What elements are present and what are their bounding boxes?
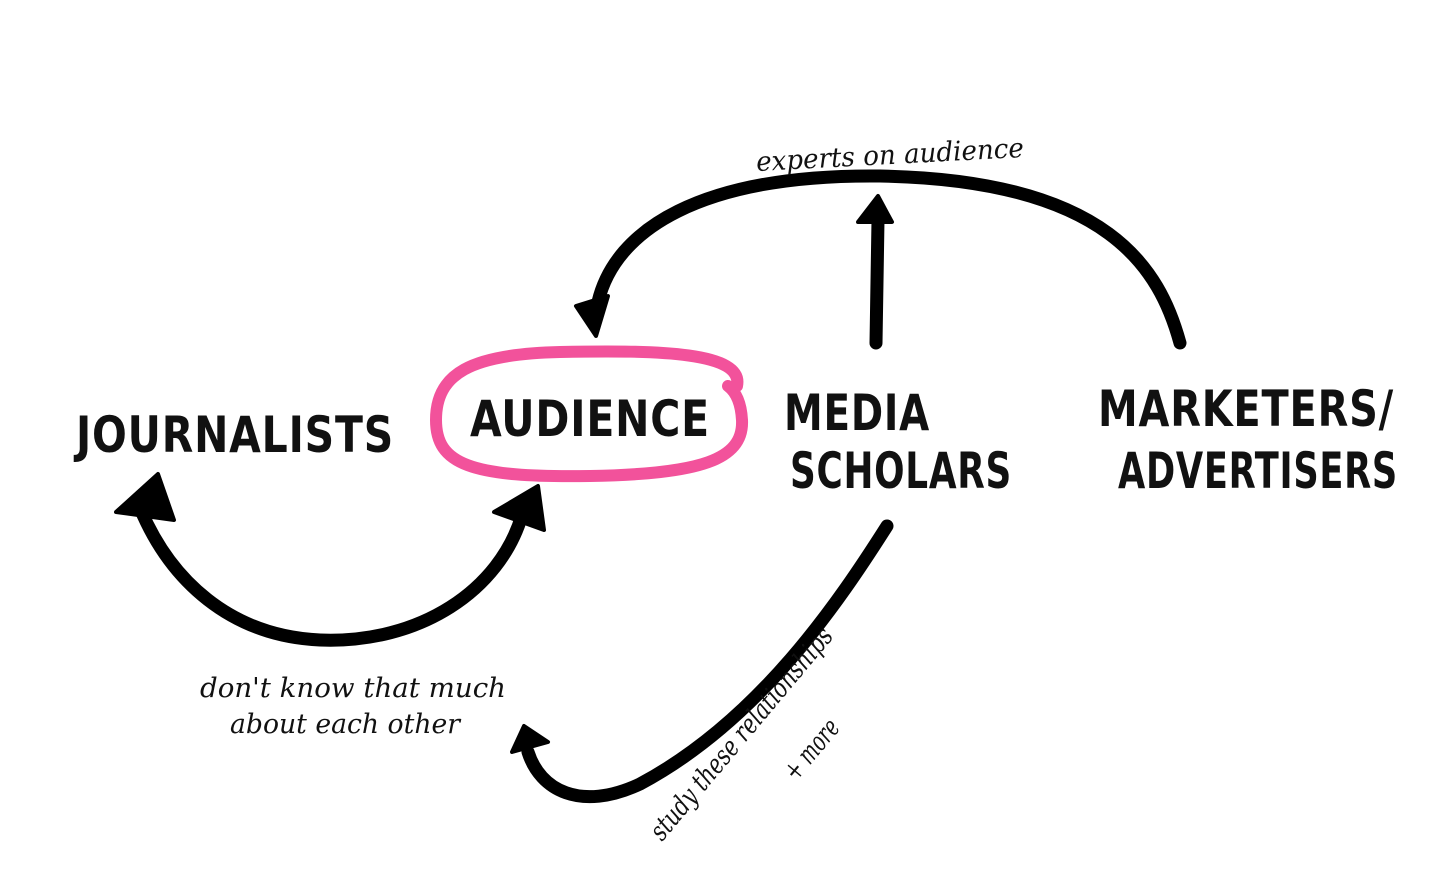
node-media-scholars-line1: MEDIA [784, 384, 930, 442]
node-marketers-line2: ADVERTISERS [1118, 442, 1398, 500]
audience-highlight-circle [429, 345, 749, 483]
node-marketers-line1: MARKETERS/ [1098, 380, 1394, 438]
arrow-head-audience-bottom [492, 484, 546, 532]
arrow-head-into-audience [574, 294, 610, 338]
node-audience: AUDIENCE [470, 390, 710, 448]
arrow-journalists-audience [133, 501, 529, 647]
arrow-head-study [510, 724, 550, 754]
arrow-media-scholars-up [869, 213, 885, 350]
arrow-marketers-to-audience [591, 169, 1187, 350]
note-dont-know-line2: about each other [230, 709, 462, 740]
note-study-line2: + more [778, 713, 847, 787]
arrow-head-up [856, 194, 894, 224]
arrow-media-scholars-study [521, 519, 894, 804]
node-media-scholars-line2: SCHOLARS [790, 442, 1012, 500]
note-dont-know-line1: don't know that much [200, 673, 506, 704]
node-journalists: JOURNALISTS [74, 406, 394, 464]
arrow-head-journalists [114, 472, 176, 522]
